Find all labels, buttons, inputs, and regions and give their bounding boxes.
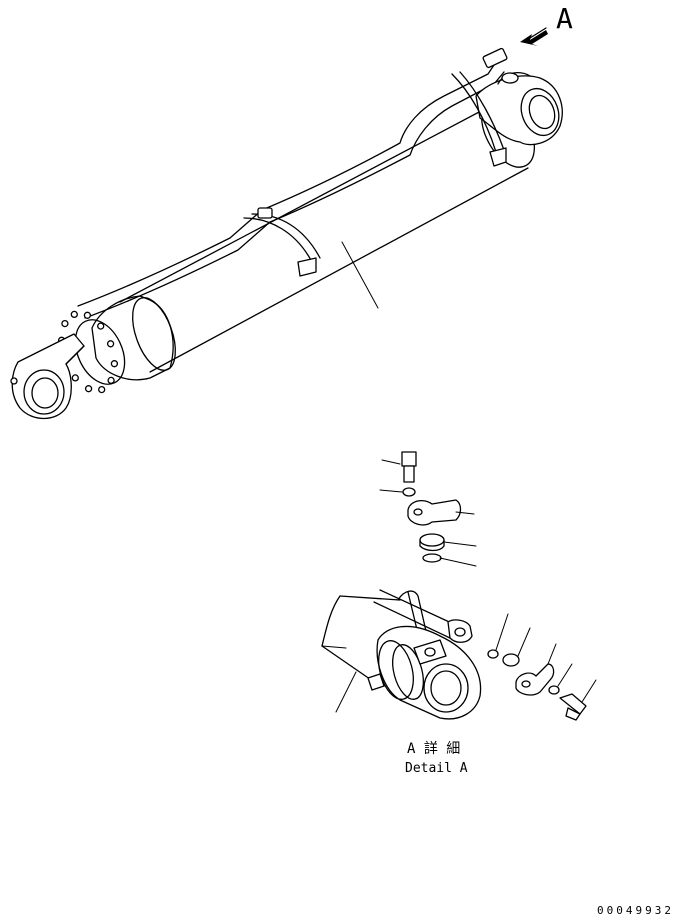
pipe-clamp-middle [243, 207, 321, 277]
rod-eye-left [10, 333, 85, 420]
barrel-leader-line [341, 241, 379, 309]
hydraulic-pipe [77, 61, 505, 319]
flange-bolt-head [70, 310, 78, 319]
flange-bolt-head [98, 385, 106, 394]
split-flange-part [407, 499, 475, 526]
pipe-clamp-upper [451, 71, 507, 167]
view-a-arrow [520, 27, 548, 46]
lower-spring-washer-part [548, 663, 573, 695]
flange-bolt-head [61, 319, 69, 328]
cylinder-head [74, 295, 176, 385]
flange-bolt-head [84, 385, 93, 393]
detail-a-exploded-parts [379, 451, 477, 567]
flange-bolt-head [97, 322, 105, 330]
cylinder-barrel [119, 96, 536, 373]
lower-bolt-part [559, 679, 597, 721]
drawing-number: 00049932 [597, 904, 674, 917]
flange-bolt-head [110, 360, 119, 368]
lower-o-ring-part [487, 613, 509, 659]
o-ring-part [422, 553, 477, 567]
flange-bolt-head [71, 374, 79, 382]
lower-split-flange-part [515, 643, 557, 696]
lower-cap-part [502, 627, 531, 667]
cap-part [419, 533, 477, 552]
bottom-eye-right [475, 47, 563, 146]
flange-bolt-head [106, 340, 115, 348]
detail-a-cylinder-view [321, 589, 482, 720]
hydraulic-cylinder-assembly: A [10, 2, 573, 420]
flange-bolt-head [83, 311, 92, 319]
detail-caption-english: Detail A [405, 761, 468, 776]
flange-bolt-head [107, 376, 115, 385]
detail-caption-japanese: A 詳 細 [407, 741, 460, 757]
bolt-part [381, 451, 417, 483]
spring-washer-part [379, 487, 416, 497]
view-label: A [556, 2, 573, 35]
detail-a-lower-parts [487, 613, 597, 721]
